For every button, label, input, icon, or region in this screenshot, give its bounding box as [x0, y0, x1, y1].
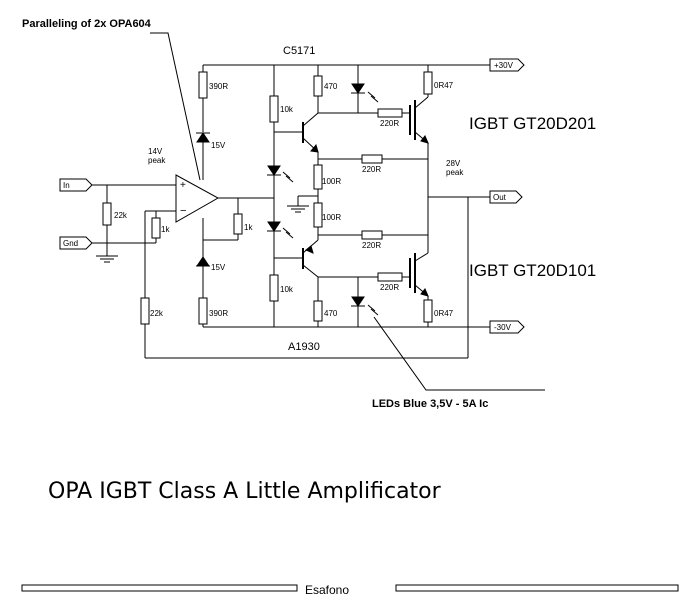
label-22k-input: 22k	[114, 211, 128, 220]
led-bias-bottom	[267, 221, 294, 239]
label-22k-feedback: 22k	[150, 309, 164, 318]
peak-in-volts: 14V	[148, 147, 163, 156]
label-390r-top: 390R	[209, 82, 228, 91]
resistor-10k-bottom	[269, 274, 279, 302]
svg-text:+: +	[180, 180, 186, 191]
diagram-title: OPA IGBT Class A Little Amplificator	[48, 479, 442, 504]
svg-text:+30V: +30V	[494, 61, 514, 70]
port-vneg: -30V	[489, 320, 525, 334]
peak-out-word: peak	[446, 168, 464, 177]
resistor-220r-gate-bottom	[377, 272, 403, 282]
svg-text:Out: Out	[493, 193, 507, 202]
svg-text:Gnd: Gnd	[63, 239, 78, 248]
resistor-1k-input	[151, 217, 161, 239]
label-0r47-top: 0R47	[434, 81, 454, 90]
top-transistor-label: C5171	[283, 45, 315, 57]
leds-note: LEDs Blue 3,5V - 5A Ic	[372, 398, 488, 410]
transistor-a1930	[302, 239, 319, 278]
resistor-0r47-top	[423, 71, 433, 95]
label-470-top: 470	[324, 82, 338, 91]
port-in: In	[59, 178, 93, 192]
resistor-470-bottom	[313, 300, 323, 322]
credit-label: Esafono	[305, 583, 349, 597]
igbt-gt20d101	[409, 252, 429, 297]
leds-leader	[373, 316, 545, 391]
label-10k-bottom: 10k	[280, 285, 294, 294]
resistor-220r-mid-top	[361, 154, 383, 164]
svg-text:−: −	[180, 205, 186, 217]
label-220r-mid-top: 220R	[362, 165, 381, 174]
resistor-100r-top	[313, 164, 323, 190]
resistor-220r-mid-bottom	[361, 230, 383, 240]
resistor-390r-top	[198, 71, 208, 99]
zener-15v-top	[196, 132, 210, 143]
port-out: Out	[489, 190, 523, 204]
heading-label: Paralleling of 2x OPA604	[22, 18, 152, 30]
credit-bar-left	[21, 584, 298, 592]
label-470-bottom: 470	[324, 309, 338, 318]
label-zener-bottom: 15V	[211, 263, 226, 272]
resistor-390r-bottom	[198, 297, 208, 325]
resistor-22k-feedback	[140, 297, 150, 325]
heading-leader	[150, 32, 201, 181]
label-220r-mid-bottom: 220R	[362, 241, 381, 250]
svg-text:-30V: -30V	[494, 323, 512, 332]
transistor-c5171	[302, 112, 319, 153]
svg-text:In: In	[63, 181, 70, 190]
label-10k-top: 10k	[280, 105, 294, 114]
igbt-gt20d201	[409, 96, 429, 144]
label-zener-top: 15V	[211, 141, 226, 150]
igbt-top-label: IGBT GT20D201	[469, 114, 596, 133]
resistor-10k-top	[269, 95, 279, 123]
peak-out-volts: 28V	[446, 159, 461, 168]
zener-15v-bottom	[196, 256, 210, 267]
port-vpos: +30V	[489, 58, 525, 72]
opamp-opa604: + −	[175, 174, 220, 223]
ground-symbol-left	[96, 255, 118, 263]
label-1k-input: 1k	[161, 225, 170, 234]
label-390r-bottom: 390R	[209, 309, 228, 318]
label-100r-bottom: 100R	[322, 213, 341, 222]
peak-in-word: peak	[148, 156, 166, 165]
label-1k-output: 1k	[244, 223, 253, 232]
ground-symbol-center	[287, 205, 309, 213]
resistor-220r-gate-top	[377, 108, 403, 118]
resistor-22k-input	[102, 202, 112, 226]
label-220r-gate-top: 220R	[380, 119, 399, 128]
label-100r-top: 100R	[322, 177, 341, 186]
led-blue-bottom	[351, 296, 379, 316]
label-0r47-bottom: 0R47	[434, 309, 454, 318]
resistor-0r47-bottom	[423, 299, 433, 323]
led-blue-top	[351, 83, 379, 103]
resistor-1k-output	[233, 213, 243, 235]
igbt-bottom-label: IGBT GT20D101	[469, 261, 596, 280]
port-gnd: Gnd	[59, 236, 93, 250]
bottom-transistor-label: A1930	[288, 341, 320, 353]
label-220r-gate-bottom: 220R	[380, 283, 399, 292]
credit-bar-right	[395, 584, 679, 592]
led-bias-top	[267, 165, 294, 183]
resistor-470-top	[313, 75, 323, 97]
resistor-100r-bottom	[313, 202, 323, 228]
